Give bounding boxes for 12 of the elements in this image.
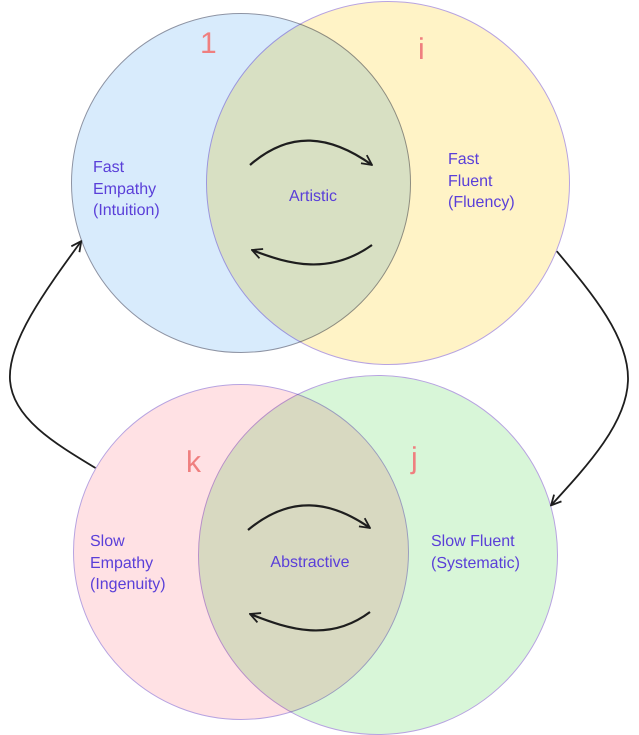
arrow bbox=[550, 250, 629, 506]
circle-text: Slow Fluent (Systematic) bbox=[431, 532, 520, 574]
circle-text: Slow Empathy (Ingenuity) bbox=[90, 532, 166, 596]
circle-letter: k bbox=[186, 448, 201, 478]
circle-text: Fast Fluent (Fluency) bbox=[448, 150, 515, 214]
overlap-label: Abstractive bbox=[270, 554, 350, 572]
arrow bbox=[9, 240, 96, 469]
circle-letter: i bbox=[418, 35, 425, 65]
circle-letter: 1 bbox=[200, 29, 217, 59]
circle-text: Fast Empathy (Intuition) bbox=[93, 158, 160, 222]
circle-letter: j bbox=[411, 444, 418, 474]
overlap-label: Artistic bbox=[289, 188, 337, 206]
